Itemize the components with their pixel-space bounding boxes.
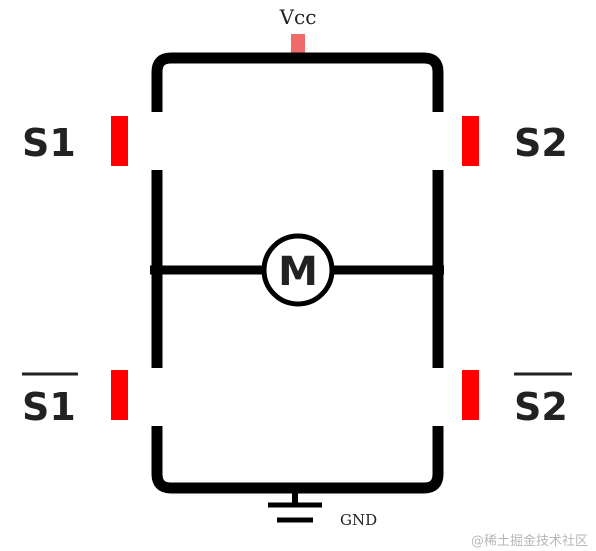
- label-s2-bar: S2: [514, 385, 568, 429]
- gnd-label: GND: [340, 511, 377, 529]
- switch-s2: [462, 116, 479, 166]
- bottom-wire: [151, 426, 444, 494]
- switch-s1: [111, 116, 128, 166]
- motor-label: M: [278, 249, 318, 295]
- label-s1-bar: S1: [22, 385, 76, 429]
- label-s2: S2: [514, 121, 568, 165]
- motor-circle: [261, 233, 335, 307]
- top-wire: [151, 52, 444, 112]
- switch-s2-bar: [462, 370, 479, 420]
- switch-s1-bar: [111, 370, 128, 420]
- label-s1: S1: [22, 121, 76, 165]
- vcc-terminal: [291, 34, 305, 56]
- vcc-label: Vcc: [279, 5, 317, 29]
- watermark: @稀土掘金技术社区: [471, 533, 588, 549]
